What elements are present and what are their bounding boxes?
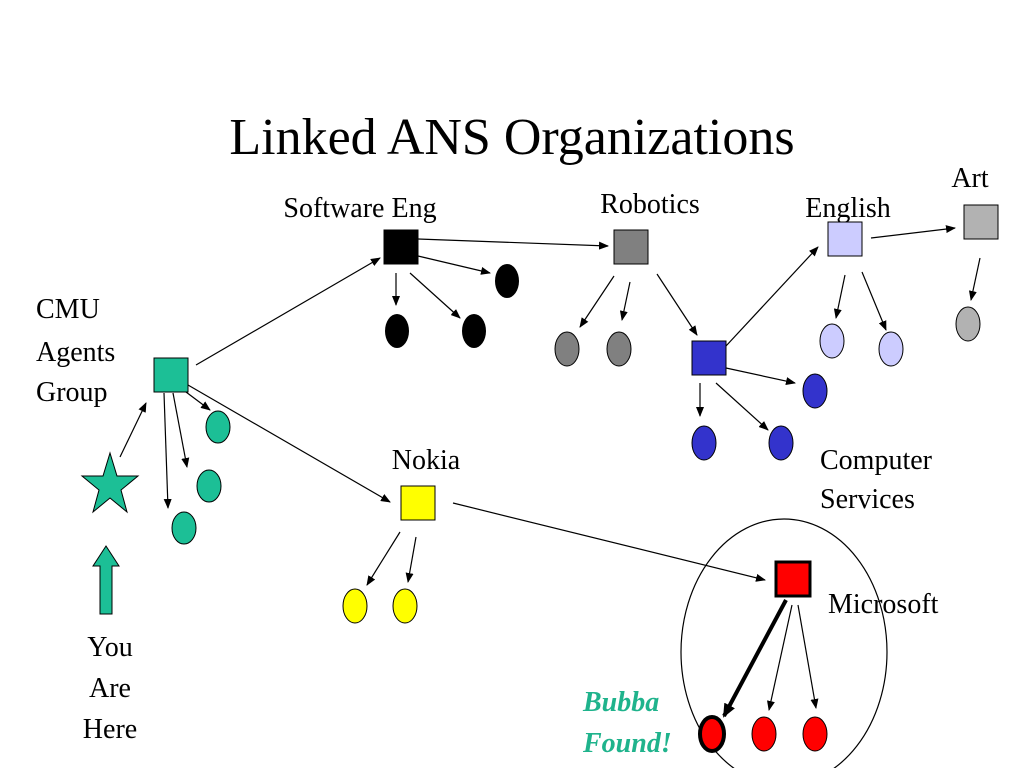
edge-microsoft-leaf3	[797, 604, 819, 709]
label-cmu-line3: Group	[36, 377, 108, 408]
edge-cmu-leaf1	[185, 391, 211, 411]
node-robotics-leaf1	[554, 331, 580, 367]
node-computerservices-leaf1	[802, 373, 828, 409]
label-you-line2: Are	[89, 673, 131, 704]
node-cmu-leaf2	[196, 469, 222, 503]
edge-robotics-computerservices	[656, 273, 698, 336]
node-computerservices-leaf2	[691, 425, 717, 461]
node-computerservices-leaf3	[768, 425, 794, 461]
edge-robotics-leaf1	[579, 275, 615, 328]
edge-softwareeng-robotics	[417, 238, 609, 250]
edge-english-leaf1	[833, 274, 846, 319]
star-icon	[80, 451, 140, 514]
edge-microsoft-leaf2	[767, 604, 793, 711]
node-bubba	[698, 715, 726, 753]
edge-softwareeng-leaf1	[417, 255, 491, 275]
label-bubba-line1: Bubba	[582, 687, 659, 718]
label-computer-line2: Services	[820, 484, 915, 515]
node-nokia-leaf2	[392, 588, 418, 624]
edge-art-leaf	[968, 257, 981, 301]
edge-computerservices-english	[725, 246, 819, 347]
label-cmu-line2: Agents	[36, 337, 115, 368]
edge-robotics-leaf2	[619, 281, 631, 321]
node-english	[827, 221, 863, 257]
node-art	[963, 204, 999, 240]
label-software-eng: Software Eng	[283, 193, 436, 224]
edge-english-leaf2	[861, 271, 887, 331]
edge-computerservices-leaf1	[725, 367, 796, 385]
label-you-line1: You	[87, 632, 132, 663]
microsoft-group-ellipse	[680, 518, 888, 768]
edge-nokia-leaf2	[405, 536, 417, 583]
edge-nokia-leaf1	[366, 531, 401, 586]
label-cmu-line1: CMU	[36, 294, 100, 325]
label-robotics: Robotics	[600, 189, 700, 220]
node-computer-services	[691, 340, 727, 376]
node-english-leaf1	[819, 323, 845, 359]
node-cmu-leaf3	[171, 511, 197, 545]
edge-microsoft-bubba	[722, 599, 788, 718]
node-microsoft-leaf2	[751, 716, 777, 752]
edge-english-art	[870, 225, 956, 239]
node-software-eng	[383, 229, 419, 265]
node-microsoft-leaf3	[802, 716, 828, 752]
edge-cmu-leaf2	[172, 392, 190, 468]
label-computer-line1: Computer	[820, 445, 933, 476]
node-microsoft	[774, 560, 812, 598]
label-bubba-line2: Found!	[582, 728, 672, 759]
node-nokia	[400, 485, 436, 521]
node-softwareeng-leaf2	[385, 314, 409, 348]
node-robotics-leaf2	[606, 331, 632, 367]
up-arrow-icon	[92, 545, 120, 615]
node-art-leaf	[955, 306, 981, 342]
node-softwareeng-leaf3	[462, 314, 486, 348]
node-cmu-agents-group	[153, 357, 189, 393]
node-softwareeng-leaf1	[495, 264, 519, 298]
node-nokia-leaf1	[342, 588, 368, 624]
edge-star-cmu	[119, 402, 147, 458]
label-english: English	[805, 193, 891, 224]
edge-nokia-microsoft	[452, 502, 766, 582]
node-english-leaf2	[878, 331, 904, 367]
edge-cmu-softwareeng	[195, 257, 381, 366]
node-cmu-leaf1	[205, 410, 231, 444]
edge-computerservices-leaf3	[715, 382, 769, 431]
label-art: Art	[951, 163, 989, 194]
label-nokia: Nokia	[392, 445, 461, 476]
label-you-line3: Here	[83, 714, 137, 745]
edge-cmu-leaf3	[163, 392, 172, 509]
node-robotics	[613, 229, 649, 265]
edge-softwareeng-leaf3	[409, 272, 461, 319]
edge-cmu-nokia	[187, 384, 391, 503]
page-title: Linked ANS Organizations	[229, 109, 794, 166]
